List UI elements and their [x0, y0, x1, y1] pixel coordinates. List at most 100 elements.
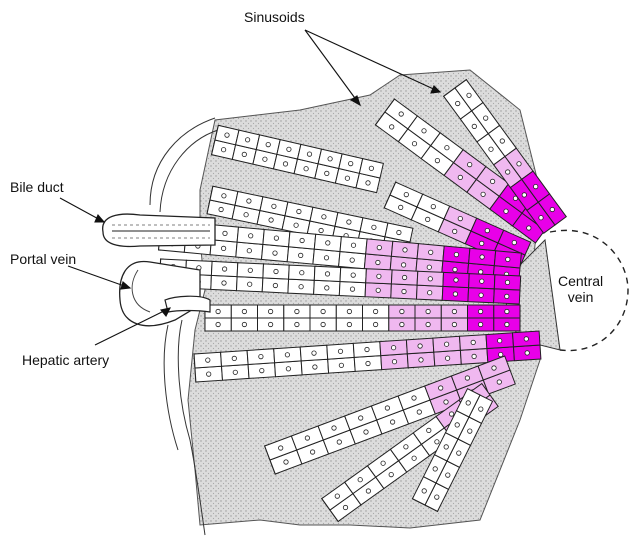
hepatocyte-nucleus: [300, 271, 304, 275]
hepatocyte-nucleus: [444, 342, 448, 346]
hepatocyte-nucleus: [242, 152, 246, 156]
hepatocyte-nucleus: [299, 285, 303, 289]
hepatocyte-nucleus: [471, 340, 475, 344]
hepatocyte-nucleus: [428, 291, 432, 295]
hepatocyte-nucleus: [305, 436, 309, 440]
hepatic-artery: [165, 296, 210, 312]
hepatocyte-nucleus: [505, 280, 509, 284]
hepatocyte-nucleus: [221, 148, 225, 152]
hepatocyte-nucleus: [435, 440, 439, 444]
hepatocyte-nucleus: [402, 275, 406, 279]
hepatocyte-nucleus: [286, 367, 290, 371]
hepatocyte-nucleus: [284, 460, 288, 464]
hepatocyte-nucleus: [539, 216, 543, 220]
hepatocyte-nucleus: [490, 179, 494, 183]
hepatocyte-nucleus: [295, 322, 299, 326]
hepatocyte-nucleus: [207, 372, 211, 376]
hepatocyte-nucleus: [216, 322, 220, 326]
hepatocyte-nucleus: [321, 309, 325, 313]
hepatocyte-nucleus: [458, 175, 462, 179]
capsule-line-lower-2: [164, 325, 178, 450]
hepatocyte-nucleus: [391, 346, 395, 350]
hepatocyte-nucleus: [260, 368, 264, 372]
hepatocyte-nucleus: [505, 309, 509, 313]
hepatocyte-nucleus: [373, 322, 377, 326]
hepatocyte-nucleus: [295, 309, 299, 313]
hepatocyte-nucleus: [337, 440, 341, 444]
hepatocyte-nucleus: [550, 207, 554, 211]
hepatocyte-nucleus: [400, 309, 404, 313]
hepatocyte-nucleus: [452, 309, 456, 313]
hepatocyte-nucleus: [325, 272, 329, 276]
hepatocyte-nucleus: [279, 446, 283, 450]
hepatocyte-nucleus: [465, 376, 469, 380]
hepatocyte-nucleus: [287, 147, 291, 151]
hepatocyte-nucleus: [467, 93, 471, 97]
hepatocyte-nucleus: [524, 337, 528, 341]
hepatocyte-nucleus: [478, 309, 482, 313]
hepatocyte-nucleus: [347, 309, 351, 313]
hepatocyte-nucleus: [263, 157, 267, 161]
hepatocyte-nucleus: [399, 205, 403, 209]
hepatocyte-nucleus: [497, 380, 501, 384]
hepatocyte-nucleus: [245, 138, 249, 142]
hepatocyte-nucleus: [505, 322, 509, 326]
hepatocyte-nucleus: [307, 152, 311, 156]
hepatocyte-nucleus: [454, 278, 458, 282]
hepatocyte-nucleus: [429, 250, 433, 254]
hepatocyte-nucleus: [455, 423, 459, 427]
hepatocyte-nucleus: [472, 124, 476, 128]
hepatocyte-nucleus: [222, 281, 226, 285]
hepatocyte-nucleus: [219, 207, 223, 211]
sinusoids-leader-2: [305, 30, 440, 92]
hepatocyte-nucleus: [350, 258, 354, 262]
hepatocyte-nucleus: [274, 236, 278, 240]
hepatocyte-nucleus: [412, 142, 416, 146]
hepatocyte-nucleus: [259, 354, 263, 358]
hepatocyte-nucleus: [335, 494, 339, 498]
hepatocyte-nucleus: [454, 252, 458, 256]
hepatocyte-nucleus: [484, 116, 488, 120]
hepatocyte-nucleus: [332, 426, 336, 430]
hepatocyte-nucleus: [322, 215, 326, 219]
hepatocyte-nucleus: [313, 365, 317, 369]
hepatocyte-nucleus: [422, 129, 426, 133]
hepatocyte-nucleus: [347, 220, 351, 224]
hepatocyte-nucleus: [376, 260, 380, 264]
hepatocyte-nucleus: [319, 228, 323, 232]
hepatocyte-nucleus: [426, 217, 430, 221]
hepatocyte-nucleus: [453, 292, 457, 296]
hepatocyte-nucleus: [418, 344, 422, 348]
hepatocyte-nucleus: [480, 241, 484, 245]
hepatocyte-nucleus: [248, 268, 252, 272]
hepatocyte-nucleus: [369, 166, 373, 170]
hepatocyte-nucleus: [468, 429, 472, 433]
sinusoids-leader-1: [305, 30, 360, 105]
hepatocyte-nucleus: [525, 351, 529, 355]
hepatocyte-nucleus: [444, 400, 448, 404]
hepatocyte-nucleus: [206, 358, 210, 362]
hepatocyte-nucleus: [347, 322, 351, 326]
hepatocyte-nucleus: [522, 193, 526, 197]
hepatocyte-nucleus: [449, 412, 453, 416]
hepatocyte-nucleus: [328, 157, 332, 161]
hepatocyte-nucleus: [399, 112, 403, 116]
hepatocyte-nucleus: [266, 142, 270, 146]
hepatocyte-nucleus: [351, 243, 355, 247]
hepatocyte-nucleus: [444, 445, 448, 449]
hepatocyte-nucleus: [244, 213, 248, 217]
hepatocyte-nucleus: [435, 495, 439, 499]
hepatocyte-nucleus: [479, 270, 483, 274]
hepatocyte-nucleus: [433, 467, 437, 471]
hepatocyte-nucleus: [274, 269, 278, 273]
hepatocyte-nucleus: [479, 407, 483, 411]
hepatocyte-nucleus: [404, 445, 408, 449]
hepatocyte-nucleus: [377, 245, 381, 249]
hepatocyte-nucleus: [412, 396, 416, 400]
hepatocyte-nucleus: [372, 225, 376, 229]
hepatocyte-nucleus: [534, 184, 538, 188]
hepatocyte-nucleus: [390, 125, 394, 129]
hepatocyte-nucleus: [401, 263, 405, 267]
bile-duct-label: Bile duct: [10, 180, 64, 194]
hepatocyte-nucleus: [468, 162, 472, 166]
